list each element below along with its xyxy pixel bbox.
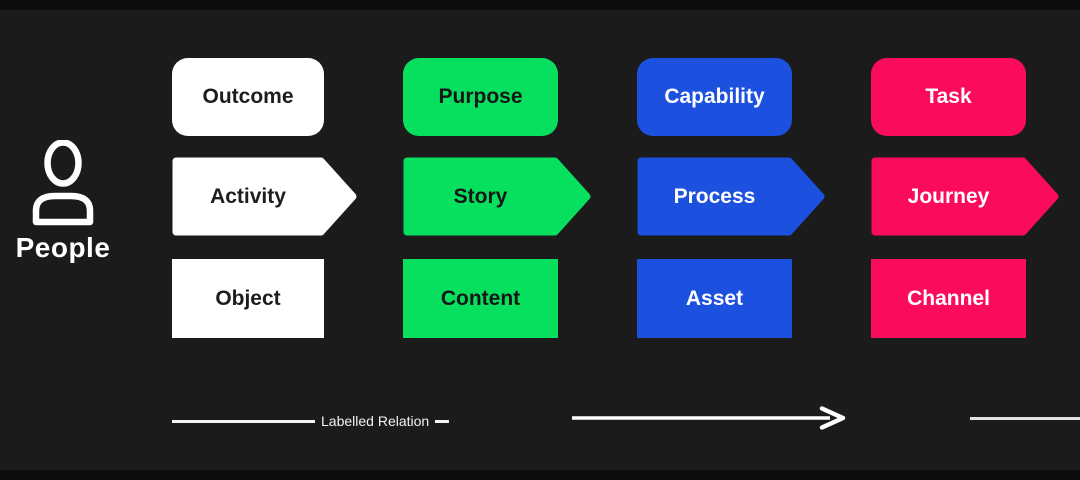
relation-arrow — [572, 406, 846, 430]
node-activity-label: Activity — [210, 184, 286, 208]
node-object: Object — [172, 259, 324, 338]
node-story-label: Story — [453, 184, 508, 208]
people-group: People — [8, 140, 118, 264]
node-journey: Journey — [871, 157, 1059, 236]
node-process: Process — [637, 157, 825, 236]
node-outcome-label: Outcome — [202, 85, 294, 108]
node-task: Task — [871, 58, 1026, 136]
node-asset-label: Asset — [685, 286, 744, 310]
node-purpose: Purpose — [403, 58, 558, 136]
activity-arrow-shape — [172, 157, 357, 236]
node-task-label: Task — [925, 85, 972, 108]
relation-line-dash — [435, 419, 450, 423]
node-channel-label: Channel — [907, 286, 990, 310]
node-story: Story — [403, 157, 591, 236]
top-strip — [0, 0, 1080, 10]
bottom-strip — [0, 470, 1080, 480]
process-arrow-shape — [637, 157, 825, 236]
node-purpose-label: Purpose — [438, 85, 523, 108]
relation-line-right — [970, 417, 1080, 420]
node-journey-label: Journey — [907, 184, 990, 208]
node-capability-label: Capability — [664, 85, 765, 108]
node-content: Content — [403, 259, 558, 338]
person-icon — [32, 140, 94, 226]
node-outcome: Outcome — [172, 58, 324, 136]
node-asset: Asset — [637, 259, 792, 338]
node-capability: Capability — [637, 58, 792, 136]
node-channel: Channel — [871, 259, 1026, 338]
labelled-relation-text: Labelled Relation — [321, 413, 430, 429]
relation-line-segment — [172, 419, 315, 423]
people-label: People — [15, 232, 111, 263]
story-arrow-shape — [403, 157, 591, 236]
journey-arrow-shape — [871, 157, 1059, 236]
node-content-label: Content — [440, 286, 521, 310]
node-process-label: Process — [673, 184, 756, 208]
node-object-label: Object — [215, 286, 281, 310]
labelled-relation-line: Labelled Relation — [172, 411, 450, 431]
node-activity: Activity — [172, 157, 357, 236]
